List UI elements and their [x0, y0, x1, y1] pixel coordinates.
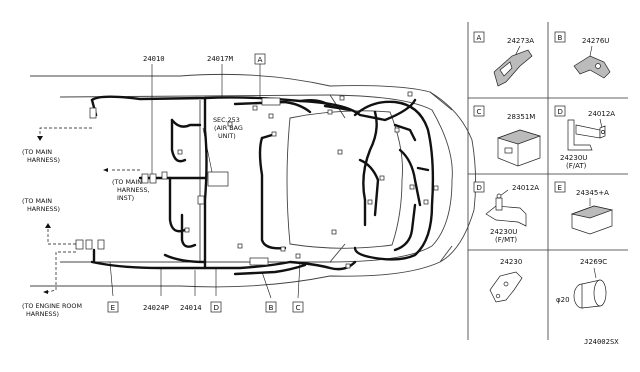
detail-panel-D-mt: D 24012A 24230U (F/MT) — [473, 181, 539, 244]
to-engine-room-harness-line2: HARNESS) — [26, 310, 59, 318]
detail-panel-C: C 28351M — [473, 105, 542, 167]
panel-B-letter: B — [558, 34, 563, 42]
panel-A-part: 24273A — [507, 37, 534, 45]
detail-grid — [467, 22, 628, 340]
panel-D-at-letter: D — [558, 108, 563, 116]
svg-text:C: C — [296, 303, 301, 312]
to-main-harness-2-line2: HARNESS) — [27, 205, 60, 213]
sec-253-line1: SEC.253 — [213, 116, 240, 124]
panel-24269C-part: 24269C — [580, 258, 607, 266]
to-main-harness-inst-line2: HARNESS, — [117, 186, 150, 194]
panel-A-letter: A — [477, 34, 482, 42]
to-main-harness-1-line1: (TO MAIN — [22, 148, 52, 156]
panel-D-mt-letter: D — [477, 184, 482, 192]
panel-D-at-part-b: 24230U — [560, 154, 587, 162]
part-24010-label: 24010 — [143, 54, 165, 63]
panel-D-mt-part-a: 24012A — [512, 184, 539, 192]
panel-D-mt-part-b: 24230U — [490, 228, 517, 236]
detail-panel-A: A 24273A — [473, 31, 534, 87]
panel-B-part: 24276U — [582, 37, 609, 45]
panel-E-letter: E — [558, 184, 562, 192]
sec-253-line3: UNIT) — [218, 132, 236, 140]
svg-text:E: E — [111, 303, 116, 312]
svg-text:B: B — [269, 303, 274, 312]
diagram-labels: 24010 24017M A SEC.253 (AIR BAG UNIT) (T… — [22, 53, 304, 318]
detail-panel-E: E 24345+A — [554, 181, 614, 235]
panel-24230-part: 24230 — [500, 258, 522, 266]
harness-routes — [37, 127, 140, 294]
panel-C-letter: C — [477, 108, 482, 116]
callout-D-bottom: D — [210, 301, 222, 313]
panel-24269C-dim: φ20 — [556, 296, 570, 304]
detail-panel-B: B 24276U — [554, 31, 611, 79]
callout-E-bottom: E — [107, 301, 119, 313]
sec-253-line2: (AIR BAG — [214, 124, 243, 132]
svg-text:D: D — [214, 303, 220, 312]
panel-D-mt-variant: (F/MT) — [495, 236, 517, 244]
detail-panel-24269C: 24269C φ20 — [556, 258, 607, 309]
panel-C-part: 28351M — [507, 113, 535, 121]
to-main-harness-inst-line1: (TO MAIN — [112, 178, 142, 186]
part-24017M-label: 24017M — [207, 54, 234, 63]
panel-E-part: 24345+A — [576, 189, 609, 197]
part-24024P-label: 24024P — [143, 303, 169, 312]
harness-connectors — [75, 91, 439, 269]
to-engine-room-harness-line1: (TO ENGINE ROOM — [22, 302, 82, 310]
panel-D-at-variant: (F/AT) — [566, 162, 587, 170]
to-main-harness-1-line2: HARNESS) — [27, 156, 60, 164]
part-24014-label: 24014 — [180, 303, 202, 312]
callout-C-bottom: C — [292, 301, 304, 313]
callout-B-bottom: B — [265, 301, 277, 313]
to-main-harness-2-line1: (TO MAIN — [22, 197, 52, 205]
callout-A-top: A — [254, 53, 266, 65]
svg-text:A: A — [258, 55, 263, 64]
panel-D-at-part-a: 24012A — [588, 110, 615, 118]
detail-panel-24230: 24230 — [489, 258, 523, 303]
detail-panel-D-at: D 24012A 24230U (F/AT) — [554, 105, 615, 170]
leader-lines — [109, 64, 301, 299]
to-main-harness-inst-line3: INST) — [117, 194, 134, 202]
diagram-code: J24002SX — [584, 337, 619, 346]
